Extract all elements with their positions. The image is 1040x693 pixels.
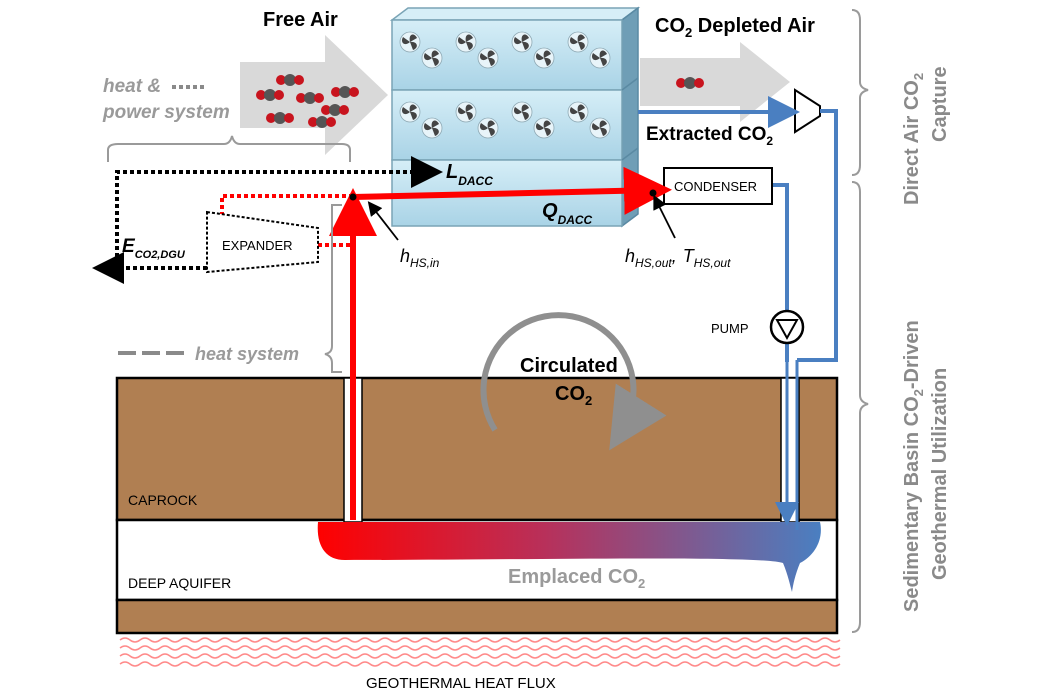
heat-system-label: heat system bbox=[195, 344, 299, 364]
heat-system-brace bbox=[324, 204, 342, 373]
q-dacc-heat-line bbox=[352, 166, 672, 215]
emplaced-co2-plume bbox=[317, 522, 821, 592]
heat-power-label-2: power system bbox=[102, 102, 230, 123]
circulated-label-1: Circulated bbox=[520, 355, 618, 377]
co2-return-line bbox=[797, 109, 838, 362]
pump-icon bbox=[769, 309, 805, 345]
extracted-co2-label: Extracted CO2 bbox=[646, 124, 773, 148]
deep-aquifer-label: DEEP AQUIFER bbox=[128, 575, 231, 591]
condenser-box bbox=[663, 167, 773, 205]
co2-depleted-air-arrow bbox=[640, 42, 790, 122]
e-co2-dgu-label: ECO2,DGU bbox=[122, 236, 186, 261]
co2-molecule-icon bbox=[676, 77, 704, 89]
geo-side-label-1: Sedimentary Basin CO2-Driven bbox=[901, 320, 926, 612]
caprock-label: CAPROCK bbox=[128, 492, 198, 508]
h-hs-in-label: hHS,in bbox=[400, 246, 440, 270]
expander-label: EXPANDER bbox=[222, 238, 293, 253]
rock-layers bbox=[115, 376, 839, 635]
expander-box bbox=[206, 210, 319, 274]
turbine-icon bbox=[794, 88, 821, 134]
co2-depleted-air-label: CO2 Depleted Air bbox=[655, 15, 815, 40]
circulated-label-2: CO2 bbox=[555, 383, 592, 408]
geo-side-brace bbox=[851, 181, 869, 633]
geothermal-heat-flux-marks bbox=[119, 637, 841, 667]
basement-layer bbox=[115, 598, 839, 635]
emplaced-co2-label: Emplaced CO2 bbox=[508, 566, 645, 591]
dac-side-label-1: Direct Air CO2 bbox=[901, 73, 926, 205]
circulated-co2-cycle-arrow bbox=[480, 312, 667, 451]
l-dacc-label: LDACC bbox=[446, 161, 493, 188]
geothermal-heat-flux-label: GEOTHERMAL HEAT FLUX bbox=[366, 675, 556, 692]
dac-side-label-2: Capture bbox=[929, 66, 951, 142]
heat-to-expander-line bbox=[220, 194, 353, 215]
heat-power-label-1: heat & bbox=[103, 76, 161, 97]
condenser-label: CONDENSER bbox=[674, 179, 757, 194]
heat-power-brace bbox=[107, 135, 351, 162]
caprock-layer bbox=[115, 376, 839, 522]
q-dacc-label: QDACC bbox=[542, 200, 593, 227]
condenser-outlet-line bbox=[771, 183, 789, 312]
dac-side-brace bbox=[851, 9, 869, 176]
h-hs-in-pointer bbox=[367, 201, 399, 241]
free-air-label: Free Air bbox=[263, 9, 338, 31]
l-dacc-power-line bbox=[115, 156, 443, 278]
pump-label: PUMP bbox=[711, 321, 749, 336]
h-hs-out-pointer bbox=[653, 194, 676, 239]
h-hs-out-label: hHS,out,THS,out bbox=[625, 246, 731, 270]
geo-side-label-2: Geothermal Utilization bbox=[929, 368, 951, 580]
